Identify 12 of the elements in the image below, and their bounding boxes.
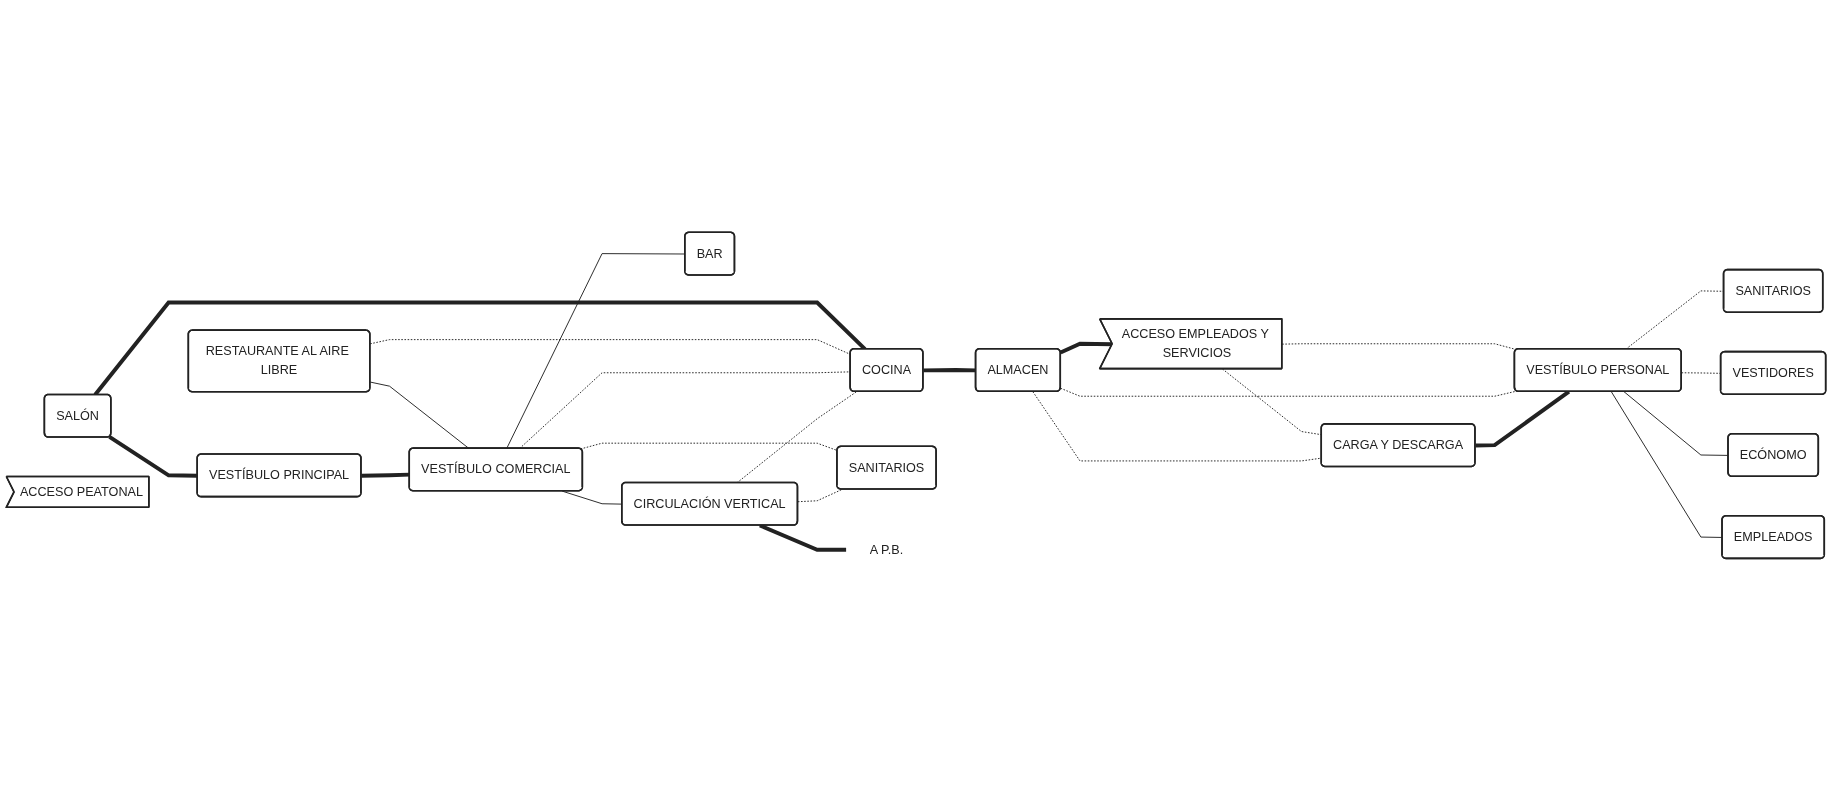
connector <box>1060 388 1518 398</box>
connector <box>1475 390 1571 448</box>
connector <box>1623 391 1729 457</box>
connector <box>108 435 198 479</box>
node-text: A P.B. <box>869 542 904 557</box>
connector <box>1610 391 1723 539</box>
connector <box>923 368 976 373</box>
connector <box>361 473 410 479</box>
connector <box>1281 343 1518 351</box>
connector <box>369 381 470 450</box>
connector <box>519 371 851 450</box>
connector <box>1059 342 1113 355</box>
